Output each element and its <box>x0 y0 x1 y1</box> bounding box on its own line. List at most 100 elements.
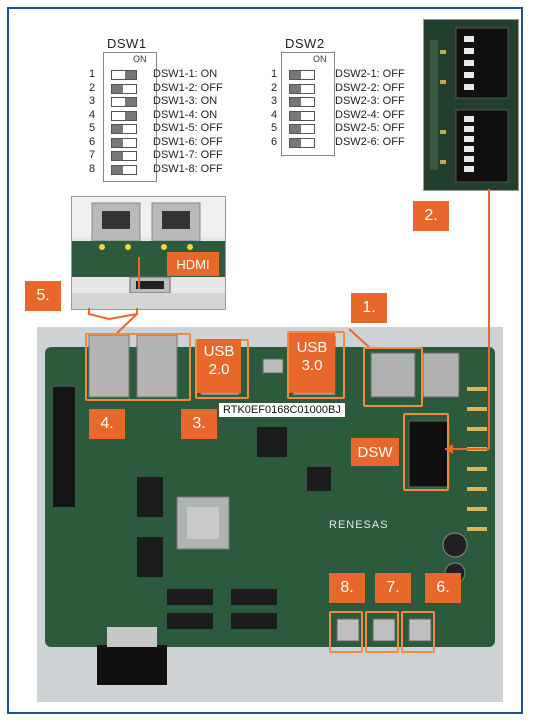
dsw1-switch-knob <box>125 71 136 79</box>
dsw2-switch-number: 1 <box>271 68 278 80</box>
dsw2-switch-number: 6 <box>271 135 278 148</box>
dsw1-switch-knob <box>112 165 123 174</box>
usb2-tag-line2: 2.0 <box>208 361 230 378</box>
dsw1-switch-number: 7 <box>89 149 96 161</box>
dsw1-switch-knob <box>112 84 123 93</box>
dsw1-switch-knob <box>112 138 123 147</box>
board-brand-text: RENESAS <box>329 519 389 531</box>
dsw2-switch-row: 3 DSW2-3: OFF <box>271 95 431 107</box>
dsw1-switch-number: 3 <box>89 95 96 107</box>
callout-8: 8. <box>329 573 365 603</box>
dsw1-switch-row: 3 DSW1-3: ON <box>89 95 249 107</box>
dsw2-switch-knob <box>290 125 301 133</box>
dsw2-switch-label: DSW2-4: OFF <box>335 108 405 121</box>
dsw2-switch-track <box>289 97 315 107</box>
dsw1-switch-knob <box>125 98 136 106</box>
dsw1-switch-track <box>111 110 137 121</box>
dsw1-switch-track <box>111 164 137 175</box>
dsw1-switch-label: DSW1-4: ON <box>153 108 218 121</box>
dsw1-switch-row: 1 DSW1-1: ON <box>89 68 249 80</box>
dsw2-switch-number: 4 <box>271 108 278 121</box>
dsw2-switch-track <box>289 70 315 80</box>
dsw2-on-label: ON <box>313 54 327 64</box>
usb2-tag: USB 2.0 <box>197 339 241 393</box>
dsw1-switch-track <box>111 124 137 134</box>
dsw2-switch-label: DSW2-1: OFF <box>335 68 405 80</box>
dsw2-switch-label: DSW2-5: OFF <box>335 122 405 134</box>
dsw2-switch-knob <box>290 138 301 147</box>
dsw2-switch-track <box>289 83 315 94</box>
dsw1-switch-knob <box>112 125 123 133</box>
hdmi-tag: HDMI <box>167 252 219 276</box>
callout-4: 4. <box>89 409 125 439</box>
dsw1-switch-label: DSW1-3: ON <box>153 95 218 107</box>
dsw2-switch-track <box>289 124 315 134</box>
usb3-tag-line2: 3.0 <box>301 357 323 374</box>
dsw1-switch-number: 5 <box>89 122 96 134</box>
usb2-tag-line1: USB <box>203 343 235 360</box>
dsw2-switch-number: 2 <box>271 81 278 94</box>
dsw2-switch-knob <box>290 98 301 106</box>
dsw1-switch-row: 2 DSW1-2: OFF <box>89 81 249 94</box>
dsw1-switch-track <box>111 151 137 161</box>
dsw1-switch-row: 7 DSW1-7: OFF <box>89 149 249 161</box>
dsw2-switch-track <box>289 137 315 148</box>
dsw1-switch-track <box>111 83 137 94</box>
dsw1-diagram: DSW1 ON 1 DSW1-1: ON 2 DSW1-2: OFF 3 DSW1-3: … <box>89 34 249 184</box>
dsw2-switch-knob <box>290 84 301 93</box>
callout-2: 2. <box>413 201 449 231</box>
dsw2-switch-label: DSW2-2: OFF <box>335 81 405 94</box>
ring-usb3 <box>287 331 345 399</box>
ring-ethernet <box>85 333 191 401</box>
ring-port-6 <box>401 611 435 653</box>
dsw2-switch-row: 5 DSW2-5: OFF <box>271 122 431 134</box>
callout-7: 7. <box>375 573 411 603</box>
dsw1-switch-track <box>111 137 137 148</box>
dsw2-switch-number: 5 <box>271 122 278 134</box>
dsw2-switch-label: DSW2-3: OFF <box>335 95 405 107</box>
dsw-tag: DSW <box>351 438 399 466</box>
dsw1-switch-label: DSW1-1: ON <box>153 68 218 80</box>
dsw-zoom-inset <box>423 19 519 191</box>
dsw1-switch-number: 4 <box>89 108 96 121</box>
ring-port-7 <box>365 611 399 653</box>
dsw1-switch-number: 1 <box>89 68 96 80</box>
usb3-tag-line1: USB <box>296 339 328 356</box>
dsw1-switch-row: 5 DSW1-5: OFF <box>89 122 249 134</box>
dsw1-switch-knob <box>125 111 136 120</box>
dsw1-switch-number: 8 <box>89 162 96 175</box>
dsw1-switch-row: 4 DSW1-4: ON <box>89 108 249 121</box>
dsw1-switch-track <box>111 97 137 107</box>
dsw1-switch-number: 2 <box>89 81 96 94</box>
dsw-zoom-photo <box>424 20 518 190</box>
dsw2-switch-row: 2 DSW2-2: OFF <box>271 81 431 94</box>
dsw2-title: DSW2 <box>285 36 325 51</box>
ring-port-8 <box>329 611 363 653</box>
callout-1: 1. <box>351 293 387 323</box>
callout-5: 5. <box>25 281 61 311</box>
dsw1-switch-label: DSW1-5: OFF <box>153 122 223 134</box>
dsw1-title: DSW1 <box>107 36 147 51</box>
dsw1-on-label: ON <box>133 54 147 64</box>
ring-sd-slot <box>363 347 423 407</box>
dsw1-switch-row: 8 DSW1-8: OFF <box>89 162 249 175</box>
part-number-label: RTK0EF0168C01000BJ <box>219 403 345 417</box>
dsw1-switch-number: 6 <box>89 135 96 148</box>
dsw1-switch-track <box>111 70 137 80</box>
dsw1-switch-label: DSW1-7: OFF <box>153 149 223 161</box>
usb3-tag: USB 3.0 <box>289 333 335 393</box>
ring-dsw <box>403 413 449 491</box>
dsw2-switch-row: 4 DSW2-4: OFF <box>271 108 431 121</box>
dsw2-switch-knob <box>290 111 301 120</box>
dsw2-switch-number: 3 <box>271 95 278 107</box>
callout-6: 6. <box>425 573 461 603</box>
dsw1-switch-row: 6 DSW1-6: OFF <box>89 135 249 148</box>
dsw2-switch-knob <box>290 71 301 79</box>
dsw1-switch-label: DSW1-2: OFF <box>153 81 223 94</box>
dsw1-switch-label: DSW1-6: OFF <box>153 135 223 148</box>
dsw2-switch-track <box>289 110 315 121</box>
dsw1-switch-knob <box>112 152 123 160</box>
dsw1-switch-label: DSW1-8: OFF <box>153 162 223 175</box>
